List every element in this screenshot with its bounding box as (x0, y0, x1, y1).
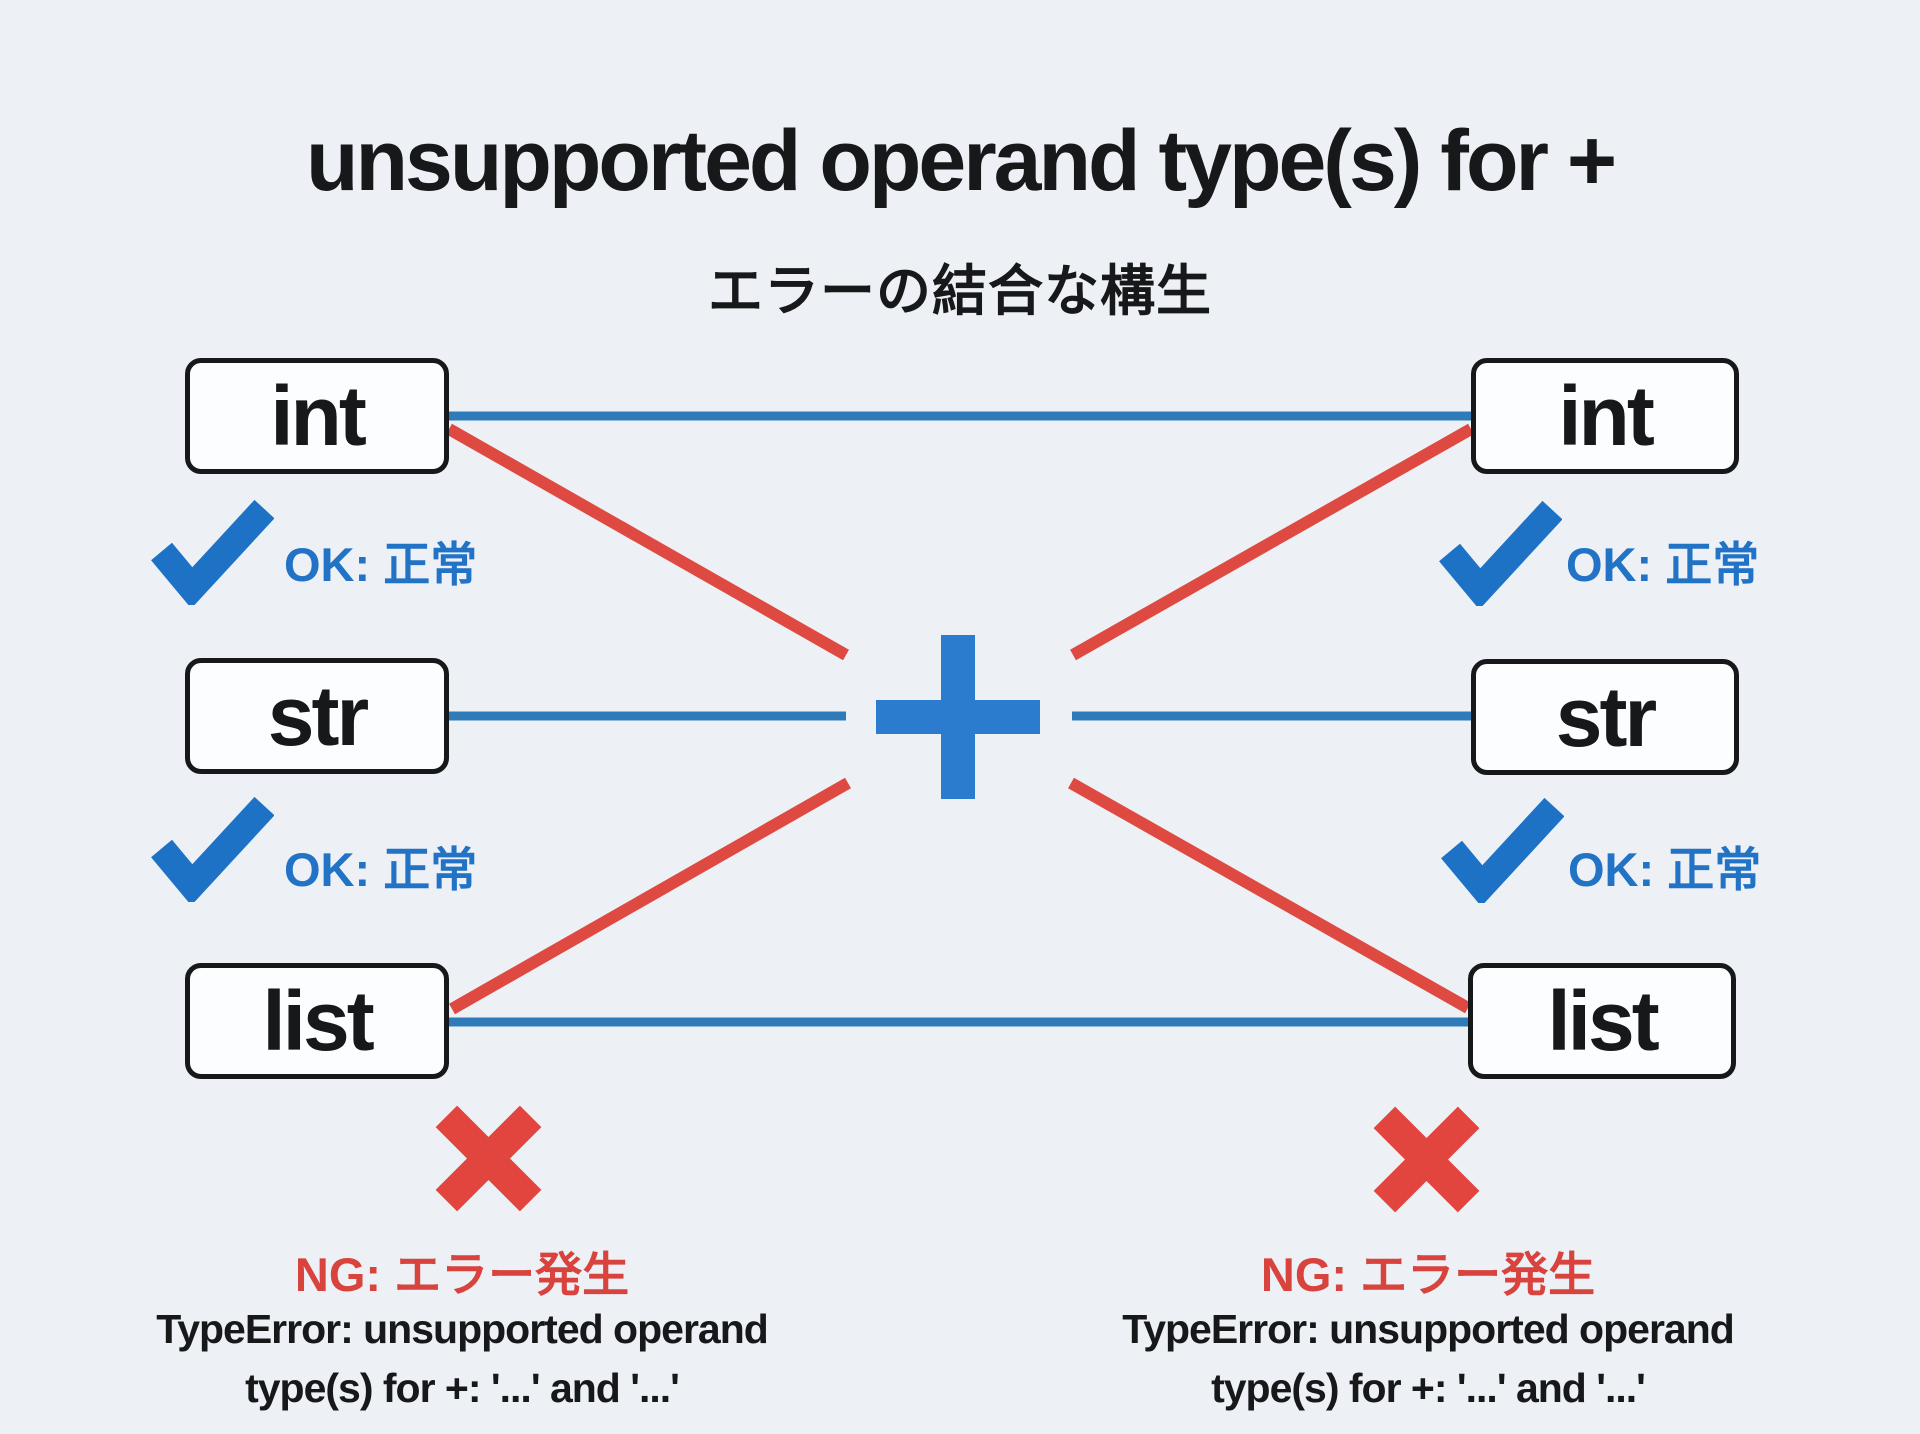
ng-label-right: NG: エラー発生 (1260, 1248, 1596, 1301)
checkmark-icon (151, 499, 274, 605)
type-box-right-list: list (1468, 963, 1736, 1079)
error-line-2: type(s) for +: '...' and '...' (245, 1365, 680, 1412)
type-box-left-list: list (185, 963, 449, 1079)
ok-label-right-int: OK: 正常 (1566, 538, 1760, 591)
plus-operator-icon (876, 635, 1040, 799)
red-line-center-to-list-right (1068, 777, 1471, 1014)
page-title: unsupported operand type(s) for + (305, 113, 1617, 209)
x-mark-icon (435, 1105, 542, 1212)
checkmark-icon (1439, 500, 1562, 606)
plus-vertical-bar (941, 635, 975, 799)
red-line-int-right-to-center (1070, 423, 1474, 661)
ok-label-left-str: OK: 正常 (284, 843, 478, 896)
type-box-right-int: int (1471, 358, 1739, 474)
red-line-center-to-list-left (449, 777, 851, 1015)
type-box-right-str: str (1471, 659, 1739, 775)
error-message-right: TypeError: unsupported operand type(s) f… (1098, 1300, 1758, 1419)
checkmark-icon (1441, 797, 1564, 903)
type-box-left-int: int (185, 358, 449, 474)
error-message-left: TypeError: unsupported operand type(s) f… (132, 1300, 792, 1419)
page-subtitle: エラーの結合な構生 (707, 260, 1212, 322)
ok-label-left-int: OK: 正常 (284, 538, 478, 591)
red-line-int-to-center (446, 423, 849, 661)
error-line-1: TypeError: unsupported operand (1122, 1306, 1735, 1352)
checkmark-icon (151, 796, 274, 902)
error-line-1: TypeError: unsupported operand (156, 1306, 769, 1352)
error-line-2: type(s) for +: '...' and '...' (1211, 1365, 1646, 1412)
type-box-left-str: str (185, 658, 449, 774)
ok-label-right-str: OK: 正常 (1568, 843, 1762, 896)
x-mark-icon (1373, 1106, 1480, 1213)
ng-label-left: NG: エラー発生 (294, 1248, 630, 1301)
